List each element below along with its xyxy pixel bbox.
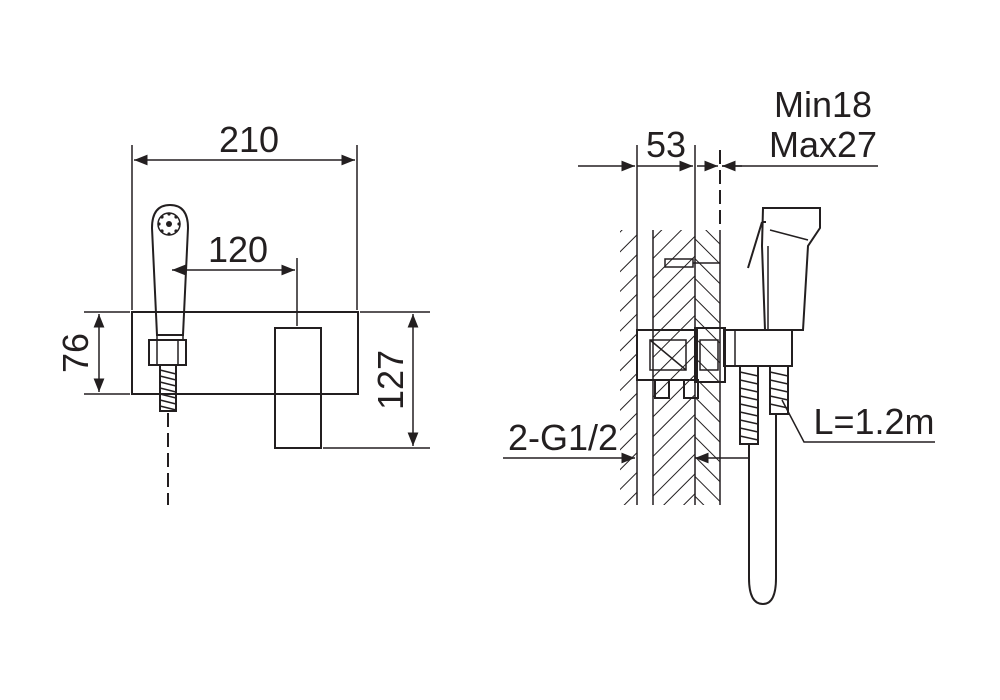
dim-label-max: Max27: [769, 124, 877, 165]
wall-hatch-outer: [620, 230, 637, 505]
hose-connectors: [739, 365, 789, 445]
dim-label-min: Min18: [774, 84, 872, 125]
hose: [748, 414, 777, 606]
dim-label-127: 127: [370, 350, 411, 410]
dim-label-76: 76: [55, 333, 96, 373]
dim-label-53: 53: [646, 124, 686, 165]
handheld-sprayer: [148, 203, 190, 412]
front-view: 210 120 76 127: [55, 119, 430, 505]
wall-hatch-finish: [695, 230, 720, 505]
thread-label: 2-G1/2: [508, 417, 618, 458]
dim-label-120: 120: [208, 229, 268, 270]
dim-label-210: 210: [219, 119, 279, 160]
wall-bracket: [723, 329, 793, 367]
side-view: 53 Min18 Max27: [503, 84, 935, 606]
wall-hatch: [653, 230, 695, 505]
sprayer-holder: [148, 339, 187, 366]
side-sprayer: [747, 207, 821, 331]
base-plate: [131, 311, 359, 395]
anchor-screw: [664, 258, 720, 268]
mixer-body: [274, 327, 322, 449]
hose-length-label: L=1.2m: [813, 401, 934, 442]
embedded-valve-box: [636, 327, 726, 399]
hose-leader: [781, 399, 935, 443]
